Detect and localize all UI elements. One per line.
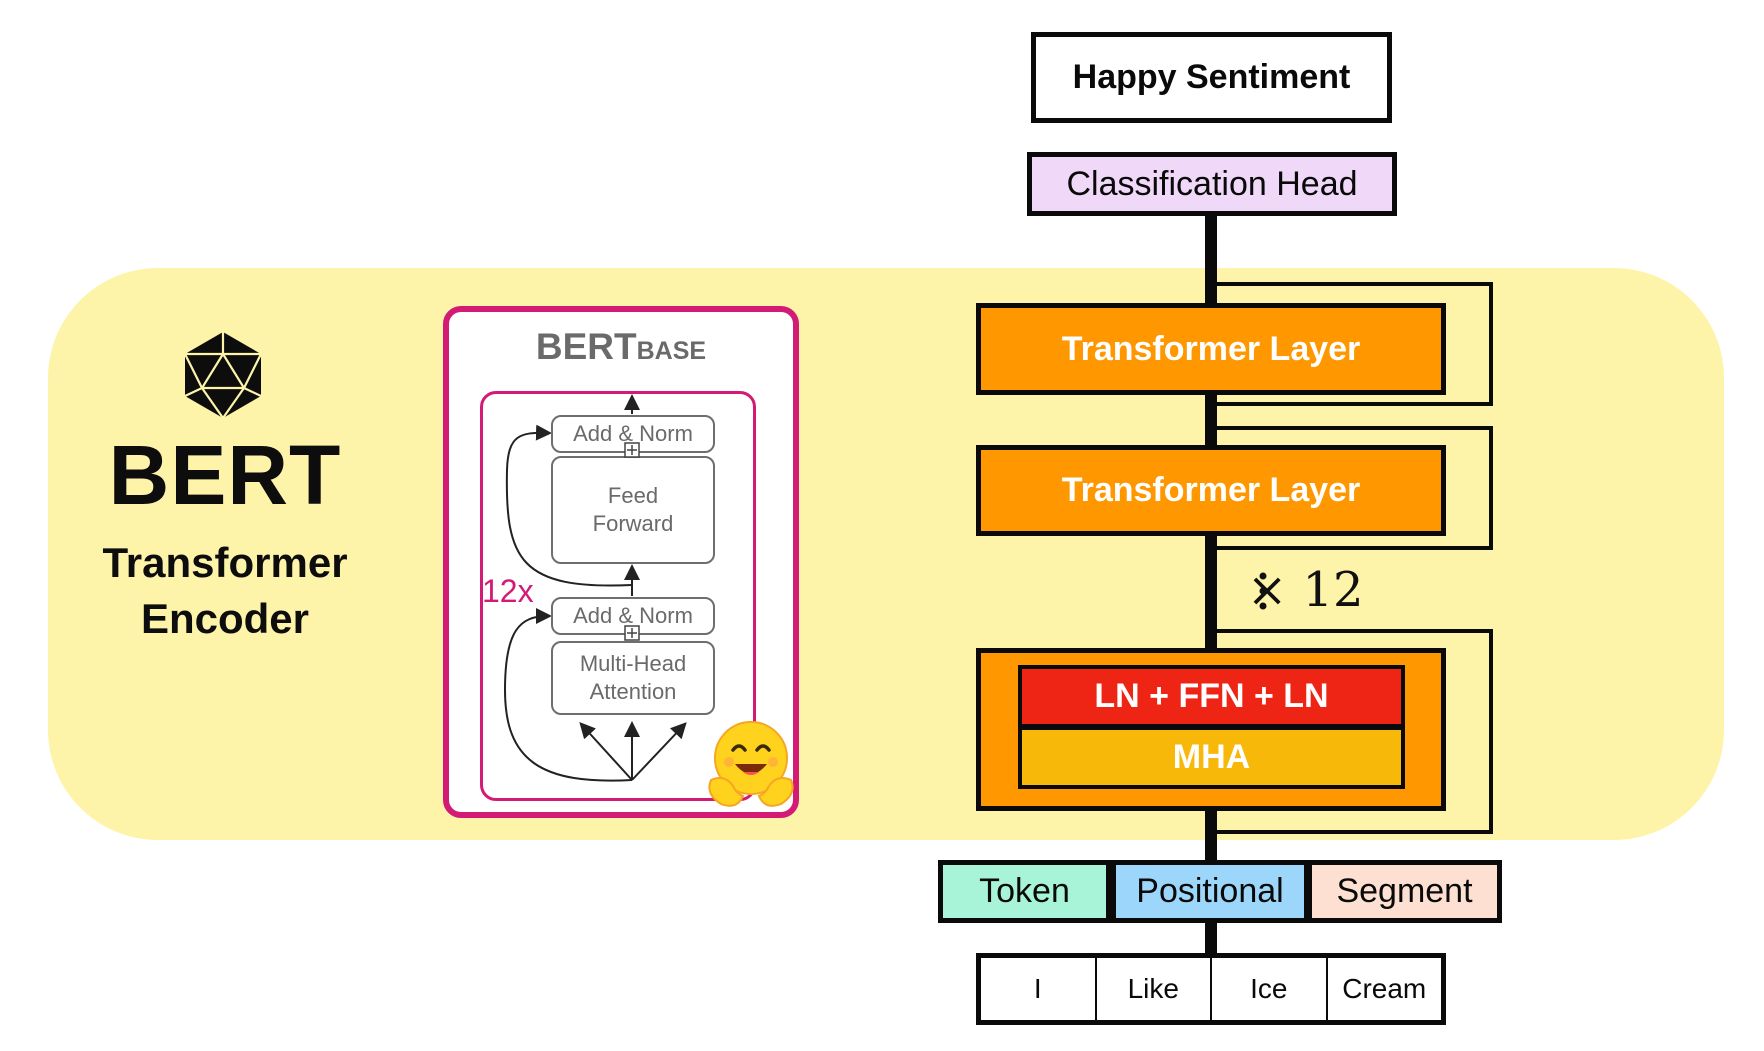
token-embedding-box: Token [938, 860, 1111, 923]
mha-box: MHA [1018, 726, 1405, 789]
transformer-layer-1: Transformer Layer [976, 303, 1446, 395]
feed-forward-box: Feed Forward [551, 456, 715, 564]
input-tokens-row: I Like Ice Cream [976, 953, 1446, 1025]
hugging-face-icon [708, 721, 794, 807]
token-cell: Cream [1342, 973, 1427, 1004]
bert-subtitle: Transformer Encoder [80, 535, 370, 647]
token-cell: Like [1097, 958, 1212, 1020]
repeat-label-x12: × 12 [1247, 562, 1364, 618]
token-cell: I [981, 958, 1097, 1020]
add-junction-icon [624, 442, 640, 458]
segment-embedding-box: Segment [1307, 860, 1502, 923]
output-label-box: Happy Sentiment [1031, 32, 1392, 123]
icosahedron-icon [184, 332, 262, 420]
mha-line-1: Multi-Head [579, 651, 687, 676]
mha-line-2: Attention [589, 679, 677, 704]
positional-embedding-box: Positional [1111, 860, 1309, 923]
subtitle-line-2: Encoder [140, 595, 310, 642]
bert-title: BERT [108, 428, 342, 522]
transformer-layer-2: Transformer Layer [976, 445, 1446, 536]
repeat-label-12x: 12x [482, 573, 534, 609]
bert-base-title: BERTBASE [443, 326, 799, 372]
encoder-block-frame [480, 391, 756, 801]
classification-head-box: Classification Head [1027, 152, 1397, 216]
multi-head-attention-box: Multi-Head Attention [551, 641, 715, 715]
token-cell: Ice [1212, 958, 1328, 1020]
ln-ffn-ln-box: LN + FFN + LN [1018, 665, 1405, 728]
feed-forward-line-1: Feed [607, 483, 659, 508]
feed-forward-line-2: Forward [592, 511, 674, 536]
subtitle-line-1: Transformer [102, 539, 348, 586]
add-junction-icon [624, 625, 640, 641]
bert-base-title-sub: BASE [636, 337, 707, 365]
bert-base-title-main: BERT [535, 326, 637, 367]
